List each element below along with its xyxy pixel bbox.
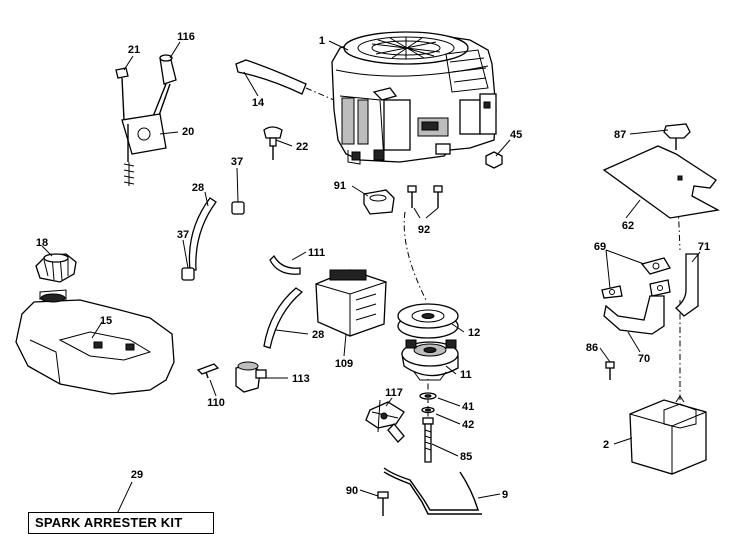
callout-37: 37 [177,229,189,241]
callout-21: 21 [128,44,140,56]
callout-116: 116 [177,31,195,43]
callout-18: 18 [36,237,48,249]
mounting-knob [663,123,691,150]
hose-connector [196,363,220,379]
muffler [629,395,707,475]
callout-20: 20 [182,126,194,138]
clutch-washers [419,392,437,414]
callout-69: 69 [594,241,606,253]
callout-92: 92 [418,224,430,236]
callout-91: 91 [334,180,346,192]
clutch-rod [383,467,479,511]
callout-9: 9 [502,489,508,501]
hose-clamp [231,201,245,215]
engine-pulley [397,303,459,339]
callout-87: 87 [614,129,626,141]
callout-1: 1 [319,35,325,47]
callout-86: 86 [586,342,598,354]
callout-71: 71 [698,241,710,253]
callout-28: 28 [192,182,204,194]
callout-37: 37 [231,156,243,168]
callout-11: 11 [460,369,472,381]
leader-lines [41,40,701,517]
callout-28: 28 [312,329,324,341]
callout-45: 45 [510,129,522,141]
bolt [605,361,615,380]
callout-41: 41 [462,401,474,413]
callout-90: 90 [346,485,358,497]
bolt [377,491,389,516]
callout-110: 110 [207,397,225,409]
callout-42: 42 [462,419,474,431]
callout-15: 15 [100,315,112,327]
fuel-shutoff-valve [235,361,267,393]
fuel-hose [188,197,217,271]
clutch-bolt [422,417,434,463]
hose-clamp [181,267,195,281]
clutch-retainer [365,399,405,443]
fuel-hose [263,287,304,349]
callout-109: 109 [335,358,353,370]
nut [485,151,503,169]
fuel-tank [15,289,175,395]
throttle-control [115,54,177,186]
electric-clutch [401,339,459,381]
callout-22: 22 [296,141,308,153]
callout-111: 111 [308,247,325,259]
engine-adapter [363,189,395,215]
callout-12: 12 [468,327,480,339]
callout-113: 113 [292,373,310,385]
fuel-canister [315,269,387,337]
engine-bolts [407,185,443,208]
spark-arrester-kit-label: SPARK ARRESTER KIT [28,512,214,534]
exhaust-gaskets [601,257,671,299]
callout-labels: 1 116 21 20 14 22 45 87 37 28 37 91 92 6… [36,31,710,501]
callout-117: 117 [385,387,403,399]
callout-62: 62 [622,220,634,232]
dipstick-cap [263,126,283,160]
exhaust-pipe [603,295,665,335]
heat-shield [602,145,720,219]
callout-14: 14 [252,97,265,109]
callout-85: 85 [460,451,472,463]
callout-29: 29 [131,469,143,481]
callout-70: 70 [638,353,650,365]
fuel-cap [35,253,77,283]
fuel-line-hose [235,59,307,95]
exhaust-pipe [675,253,699,317]
engine-assembly [305,31,497,165]
callout-2: 2 [603,439,609,451]
vent-hose [269,254,301,275]
